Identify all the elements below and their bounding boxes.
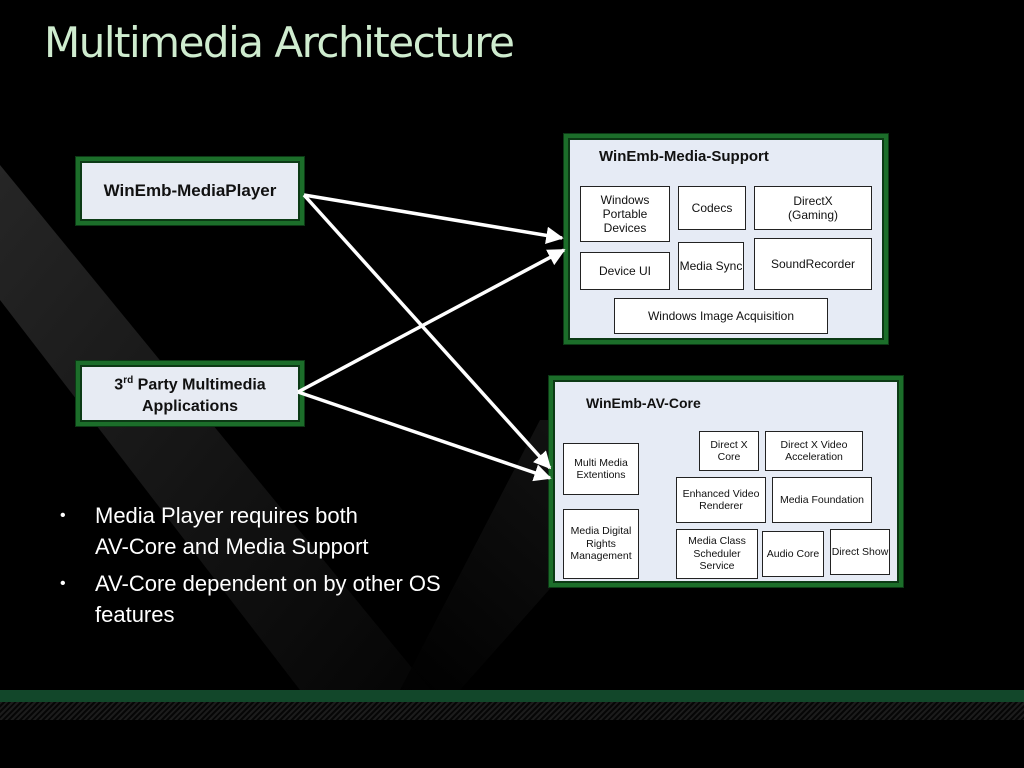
codecs-label: Codecs [691,201,733,215]
sound-recorder-label: SoundRecorder [770,257,856,271]
media-player-label: WinEmb-MediaPlayer [103,181,277,200]
audio-core-box: Audio Core [762,531,824,577]
bullet-dot: • [60,507,66,524]
arrow-3rdparty-to-support [297,248,566,394]
media-sync-box: Media Sync [678,242,744,290]
media-foundation-box: Media Foundation [772,477,872,523]
third-party-label-line1: Party Multimedia [137,376,266,394]
media-support-title: WinEmb-Media-Support [599,148,769,165]
directx-sub-label: (Gaming) [787,208,838,222]
arrow-player-to-support [303,193,564,245]
third-party-label-prefix: 3 [114,376,124,394]
mcss-label: Media Class Scheduler Service [688,535,746,573]
codecs-box: Codecs [678,186,746,230]
directx-box: DirectX (Gaming) [754,186,872,230]
bullet-dot: • [60,575,66,592]
device-ui-box: Device UI [580,252,670,290]
media-support-group: WinEmb-Media-Support Windows Portable De… [564,134,888,344]
drm-label: Media Digital Rights Management [570,525,632,563]
footer-band [0,690,1024,702]
third-party-label-line2: Applications [141,397,238,415]
enhanced-video-renderer-box: Enhanced Video Renderer [676,477,766,523]
directx-video-accel-box: Direct X Video Acceleration [765,431,863,471]
wia-box: Windows Image Acquisition [614,298,828,334]
bullet-list: • Media Player requires both AV-Core and… [60,500,530,636]
audio-core-label: Audio Core [766,547,820,560]
directx-video-accel-label: Direct X Video Acceleration [780,438,848,464]
wpd-label: Windows Portable Devices [600,193,650,235]
media-sync-label: Media Sync [679,259,743,273]
multimedia-extensions-box: Multi Media Extentions [563,443,639,495]
multimedia-extensions-label: Multi Media Extentions [574,456,628,482]
av-core-group: WinEmb-AV-Core Multi Media Extentions Me… [549,376,903,587]
bullet-text-2a: AV-Core dependent on by other OS [95,571,441,596]
enhanced-video-renderer-label: Enhanced Video Renderer [682,487,760,513]
wia-label: Windows Image Acquisition [647,309,795,323]
directx-core-label: Direct X Core [710,438,748,464]
bullet-item: • AV-Core dependent on by other OS featu… [60,568,530,630]
bullet-text-2b: features [95,602,175,627]
wpd-box: Windows Portable Devices [580,186,670,242]
arrow-player-to-avcore [302,193,552,470]
third-party-label-sup: rd [123,375,134,387]
bullet-text-1b: AV-Core and Media Support [95,534,369,559]
directx-core-box: Direct X Core [699,431,759,471]
page-title: Multimedia Architecture [44,18,515,67]
mcss-box: Media Class Scheduler Service [676,529,758,579]
sound-recorder-box: SoundRecorder [754,238,872,290]
direct-show-box: Direct Show [830,529,890,575]
media-player-box: WinEmb-MediaPlayer [76,157,304,225]
drm-box: Media Digital Rights Management [563,509,639,579]
bullet-item: • Media Player requires both AV-Core and… [60,500,530,562]
bullet-text-1a: Media Player requires both [95,503,358,528]
directx-label: DirectX [793,194,833,208]
direct-show-label: Direct Show [831,545,889,558]
third-party-apps-box: 3rd Party Multimedia Applications [76,361,304,426]
footer-stripes [0,702,1024,720]
av-core-title: WinEmb-AV-Core [586,395,701,411]
media-foundation-label: Media Foundation [779,493,865,506]
device-ui-label: Device UI [598,264,651,278]
arrow-3rdparty-to-avcore [297,390,552,482]
